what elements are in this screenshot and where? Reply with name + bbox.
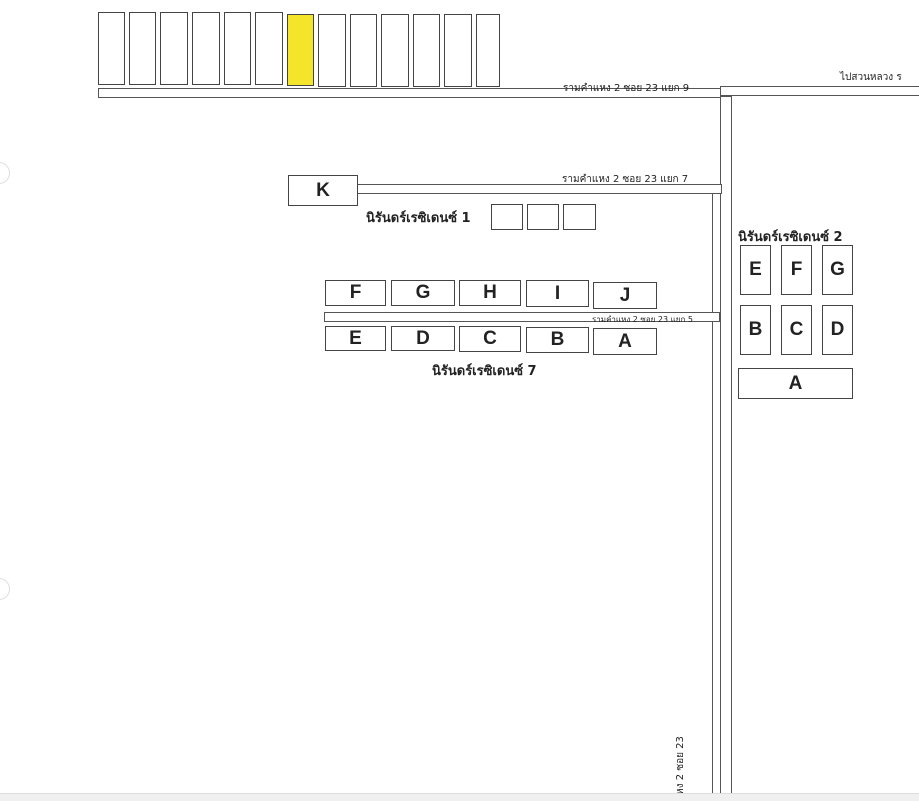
block-f-upper[interactable]: F (325, 280, 386, 306)
plot-top-13[interactable] (476, 14, 500, 87)
road-soi23-yaek5 (324, 312, 720, 322)
plot-top-1[interactable] (98, 12, 125, 85)
residence-1-plot-2[interactable] (527, 204, 559, 230)
residence-2-block-a[interactable]: A (738, 368, 853, 399)
road-connector-mid (712, 194, 721, 314)
scan-hole-lower (0, 578, 10, 600)
residence-2-block-e[interactable]: E (740, 245, 771, 295)
plot-top-9[interactable] (350, 14, 377, 87)
residence-2-block-f[interactable]: F (781, 245, 812, 295)
road-label-soi23-yaek9: รามคำแหง 2 ซอย 23 แยก 9 (563, 83, 690, 94)
plot-top-10[interactable] (381, 14, 409, 87)
residence-2-block-c[interactable]: C (781, 305, 812, 355)
residence-2-block-b[interactable]: B (740, 305, 771, 355)
residence-2-block-d[interactable]: D (822, 305, 853, 355)
building-label-residence-1: นิรันดร์เรซิเดนซ์ 1 (366, 211, 471, 226)
building-label-residence-7: นิรันดร์เรซิเดนซ์ 7 (432, 364, 537, 379)
road-connector-lower (712, 322, 721, 800)
road-label-soi23-yaek5: รามคำแหง 2 ซอย 23 แยก 5 (592, 315, 693, 324)
block-a-lower[interactable]: A (593, 328, 657, 355)
plot-top-2[interactable] (129, 12, 156, 85)
road-label-soi23: หง 2 ซอย 23 (674, 736, 686, 795)
block-k[interactable]: K (288, 175, 358, 206)
road-label-to-suanluang: ไปสวนหลวง ร (840, 72, 902, 83)
plot-top-8[interactable] (318, 14, 346, 87)
road-soi23-main (720, 96, 732, 800)
plot-top-12[interactable] (444, 14, 472, 87)
road-label-soi23-yaek7: รามคำแหง 2 ซอย 23 แยก 7 (562, 174, 689, 185)
block-b-lower[interactable]: B (526, 327, 589, 353)
residence-1-plot-1[interactable] (491, 204, 523, 230)
plot-top-6[interactable] (255, 12, 283, 85)
bottom-edge (0, 793, 919, 801)
block-c-lower[interactable]: C (459, 326, 521, 352)
scan-hole-upper (0, 162, 10, 184)
block-e-lower[interactable]: E (325, 326, 386, 351)
plot-top-11[interactable] (413, 14, 440, 87)
block-h-upper[interactable]: H (459, 280, 521, 306)
building-label-residence-2: นิรันดร์เรซิเดนซ์ 2 (738, 230, 843, 245)
plot-top-4[interactable] (192, 12, 220, 85)
residence-1-plot-3[interactable] (563, 204, 596, 230)
plot-top-5[interactable] (224, 12, 251, 85)
block-g-upper[interactable]: G (391, 280, 455, 306)
block-d-lower[interactable]: D (391, 326, 455, 351)
block-i-upper[interactable]: I (526, 280, 589, 307)
plot-top-3[interactable] (160, 12, 188, 85)
residence-2-block-g[interactable]: G (822, 245, 853, 295)
block-j-upper[interactable]: J (593, 282, 657, 309)
road-to-suanluang (720, 86, 919, 96)
plot-top-7-highlighted[interactable] (287, 14, 314, 86)
